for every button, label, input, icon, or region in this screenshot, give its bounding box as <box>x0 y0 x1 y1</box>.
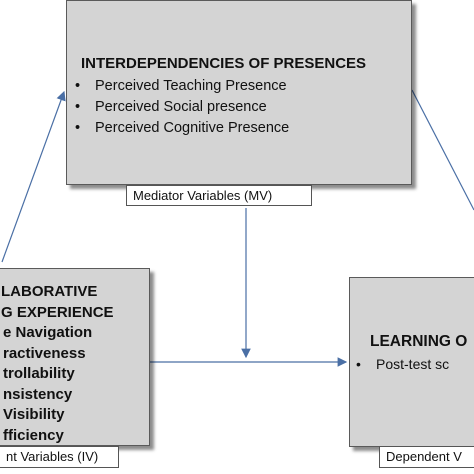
mediator-list: Perceived Teaching Presence Perceived So… <box>73 76 289 139</box>
independent-label: nt Variables (IV) <box>0 446 119 468</box>
arrow-iv-to-mv <box>1 90 66 263</box>
list-item: ractiveness <box>3 344 86 362</box>
independent-list: e Navigation ractiveness trollability ns… <box>3 323 92 446</box>
dependent-box: LEARNING O Post-test sc <box>349 277 474 447</box>
list-item: fficiency <box>3 426 64 444</box>
list-item: Perceived Social presence <box>73 97 289 118</box>
mediator-title: INTERDEPENDENCIES OF PRESENCES <box>81 55 367 72</box>
independent-title-line1: LABORATIVE <box>1 283 98 300</box>
dependent-title: LEARNING O <box>370 333 468 350</box>
dependent-label: Dependent V <box>379 446 474 468</box>
list-item: Perceived Teaching Presence <box>73 76 289 97</box>
independent-title-line2: G EXPERIENCE <box>1 304 114 321</box>
list-item: Post-test sc <box>354 354 449 375</box>
list-item: e Navigation <box>3 324 93 341</box>
mediator-label: Mediator Variables (MV) <box>126 185 312 206</box>
list-item: Visibility <box>3 406 65 423</box>
list-item: Perceived Cognitive Presence <box>73 118 289 139</box>
dependent-list: Post-test sc <box>354 354 449 375</box>
independent-box: LABORATIVE G EXPERIENCE e Navigation rac… <box>0 268 150 446</box>
list-item: nsistency <box>3 385 73 403</box>
list-item: trollability <box>3 365 75 382</box>
arrow-mv-to-dv <box>411 89 474 211</box>
mediator-box: INTERDEPENDENCIES OF PRESENCES Perceived… <box>66 0 412 185</box>
